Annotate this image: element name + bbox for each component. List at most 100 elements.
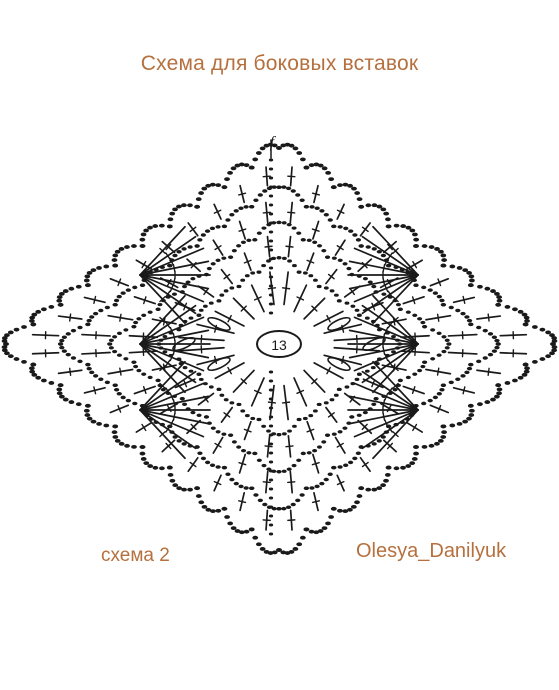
double-crochet-bar	[296, 296, 305, 301]
chain-stitch	[484, 286, 491, 291]
chain-stitch	[490, 289, 496, 294]
chain-stitch	[371, 487, 378, 492]
double-crochet-bar	[159, 247, 166, 254]
chain-stitch	[446, 342, 452, 346]
chain-stitch	[103, 423, 110, 428]
chain-stitch	[21, 325, 27, 329]
chain-stitch	[462, 268, 469, 273]
double-crochet-bar	[169, 257, 174, 266]
chain-stitch	[202, 304, 208, 308]
chain-stitch	[70, 328, 77, 333]
chain-stitch	[469, 278, 475, 283]
chain-stitch	[120, 395, 126, 400]
author-label: Olesya_Danilyuk	[356, 540, 507, 562]
chain-stitch	[57, 302, 64, 307]
chain-stitch	[133, 364, 139, 369]
chain-stitch	[215, 465, 221, 469]
chain-stitch	[198, 191, 204, 195]
chain-stitch	[364, 316, 370, 320]
chain-stitch	[244, 414, 250, 418]
chain-stitch	[31, 312, 38, 317]
chain-stitch	[312, 409, 318, 413]
chain-stitch	[200, 456, 207, 461]
chain-stitch	[179, 397, 185, 401]
chain-stitch	[85, 322, 91, 327]
chain-stitch	[84, 274, 91, 279]
chain-stitch	[268, 478, 274, 482]
chain-stitch	[313, 162, 320, 167]
chain-stitch	[299, 493, 305, 497]
chain-stitch	[466, 318, 473, 323]
chain-stitch	[176, 249, 182, 254]
chain-stitch	[413, 445, 419, 449]
chain-stitch	[337, 508, 343, 513]
chain-stitch	[136, 368, 142, 373]
chain-stitch	[385, 263, 392, 268]
double-crochet-bar	[262, 211, 271, 214]
chain-stitch	[181, 247, 187, 251]
chain-stitch	[31, 372, 38, 377]
chain-stitch	[70, 356, 77, 360]
chain-stitch	[303, 527, 310, 532]
chain-stitch	[201, 186, 208, 191]
chain-stitch	[365, 487, 372, 492]
double-crochet-bar	[285, 445, 294, 448]
double-crochet-bar	[183, 379, 188, 388]
chain-stitch	[268, 496, 274, 500]
chain-stitch	[96, 266, 102, 270]
chain-stitch	[234, 163, 241, 168]
chain-stitch	[392, 387, 398, 392]
chain-stitch	[456, 266, 463, 270]
double-crochet-bar	[327, 273, 335, 280]
double-crochet-bar	[165, 359, 171, 367]
double-crochet-bar	[487, 367, 490, 376]
double-crochet-bar	[238, 461, 247, 466]
chain-stitch	[316, 445, 322, 449]
chain-stitch	[296, 151, 303, 155]
chain-stitch	[365, 245, 371, 249]
chain-stitch	[140, 457, 147, 461]
chain-stitch	[441, 335, 447, 339]
chain-stitch	[86, 366, 92, 371]
chain-stitch	[434, 441, 440, 446]
chain-stitch	[263, 550, 270, 554]
double-crochet-bar	[327, 412, 335, 418]
chain-stitch	[317, 529, 324, 533]
chain-stitch	[59, 338, 65, 343]
chain-stitch	[495, 342, 501, 346]
double-crochet-bar	[172, 333, 176, 342]
chain-stitch	[268, 424, 274, 428]
chain-stitch	[224, 177, 230, 182]
chain-stitch	[147, 225, 153, 230]
chain-stitch	[268, 469, 274, 473]
double-crochet-bar	[411, 386, 416, 395]
double-crochet-bar	[227, 366, 232, 375]
chain-stitch	[494, 291, 500, 296]
double-crochet-bar	[69, 313, 72, 322]
chain-stitch	[323, 477, 329, 482]
chain-stitch	[58, 291, 65, 296]
double-crochet-bar	[412, 423, 418, 432]
chain-stitch	[224, 515, 230, 519]
chain-stitch	[240, 278, 246, 282]
chain-stitch	[62, 397, 69, 402]
chain-stitch	[421, 244, 428, 248]
chain-stitch	[112, 424, 119, 429]
chain-stitch	[362, 277, 368, 281]
chain-stitch	[413, 283, 419, 287]
chain-stitch	[231, 440, 237, 444]
double-crochet-bar	[213, 209, 222, 214]
chain-stitch	[77, 359, 83, 364]
chain-stitch	[428, 443, 435, 448]
chain-stitch	[123, 328, 129, 332]
chain-stitch	[108, 346, 114, 350]
chain-stitch	[30, 362, 37, 367]
chain-stitch	[271, 506, 277, 511]
chain-stitch	[276, 433, 282, 437]
chain-stitch	[268, 221, 274, 225]
chain-stitch	[266, 429, 271, 433]
chain-stitch	[296, 458, 302, 462]
chain-stitch	[330, 506, 337, 511]
chain-stitch	[261, 226, 267, 230]
